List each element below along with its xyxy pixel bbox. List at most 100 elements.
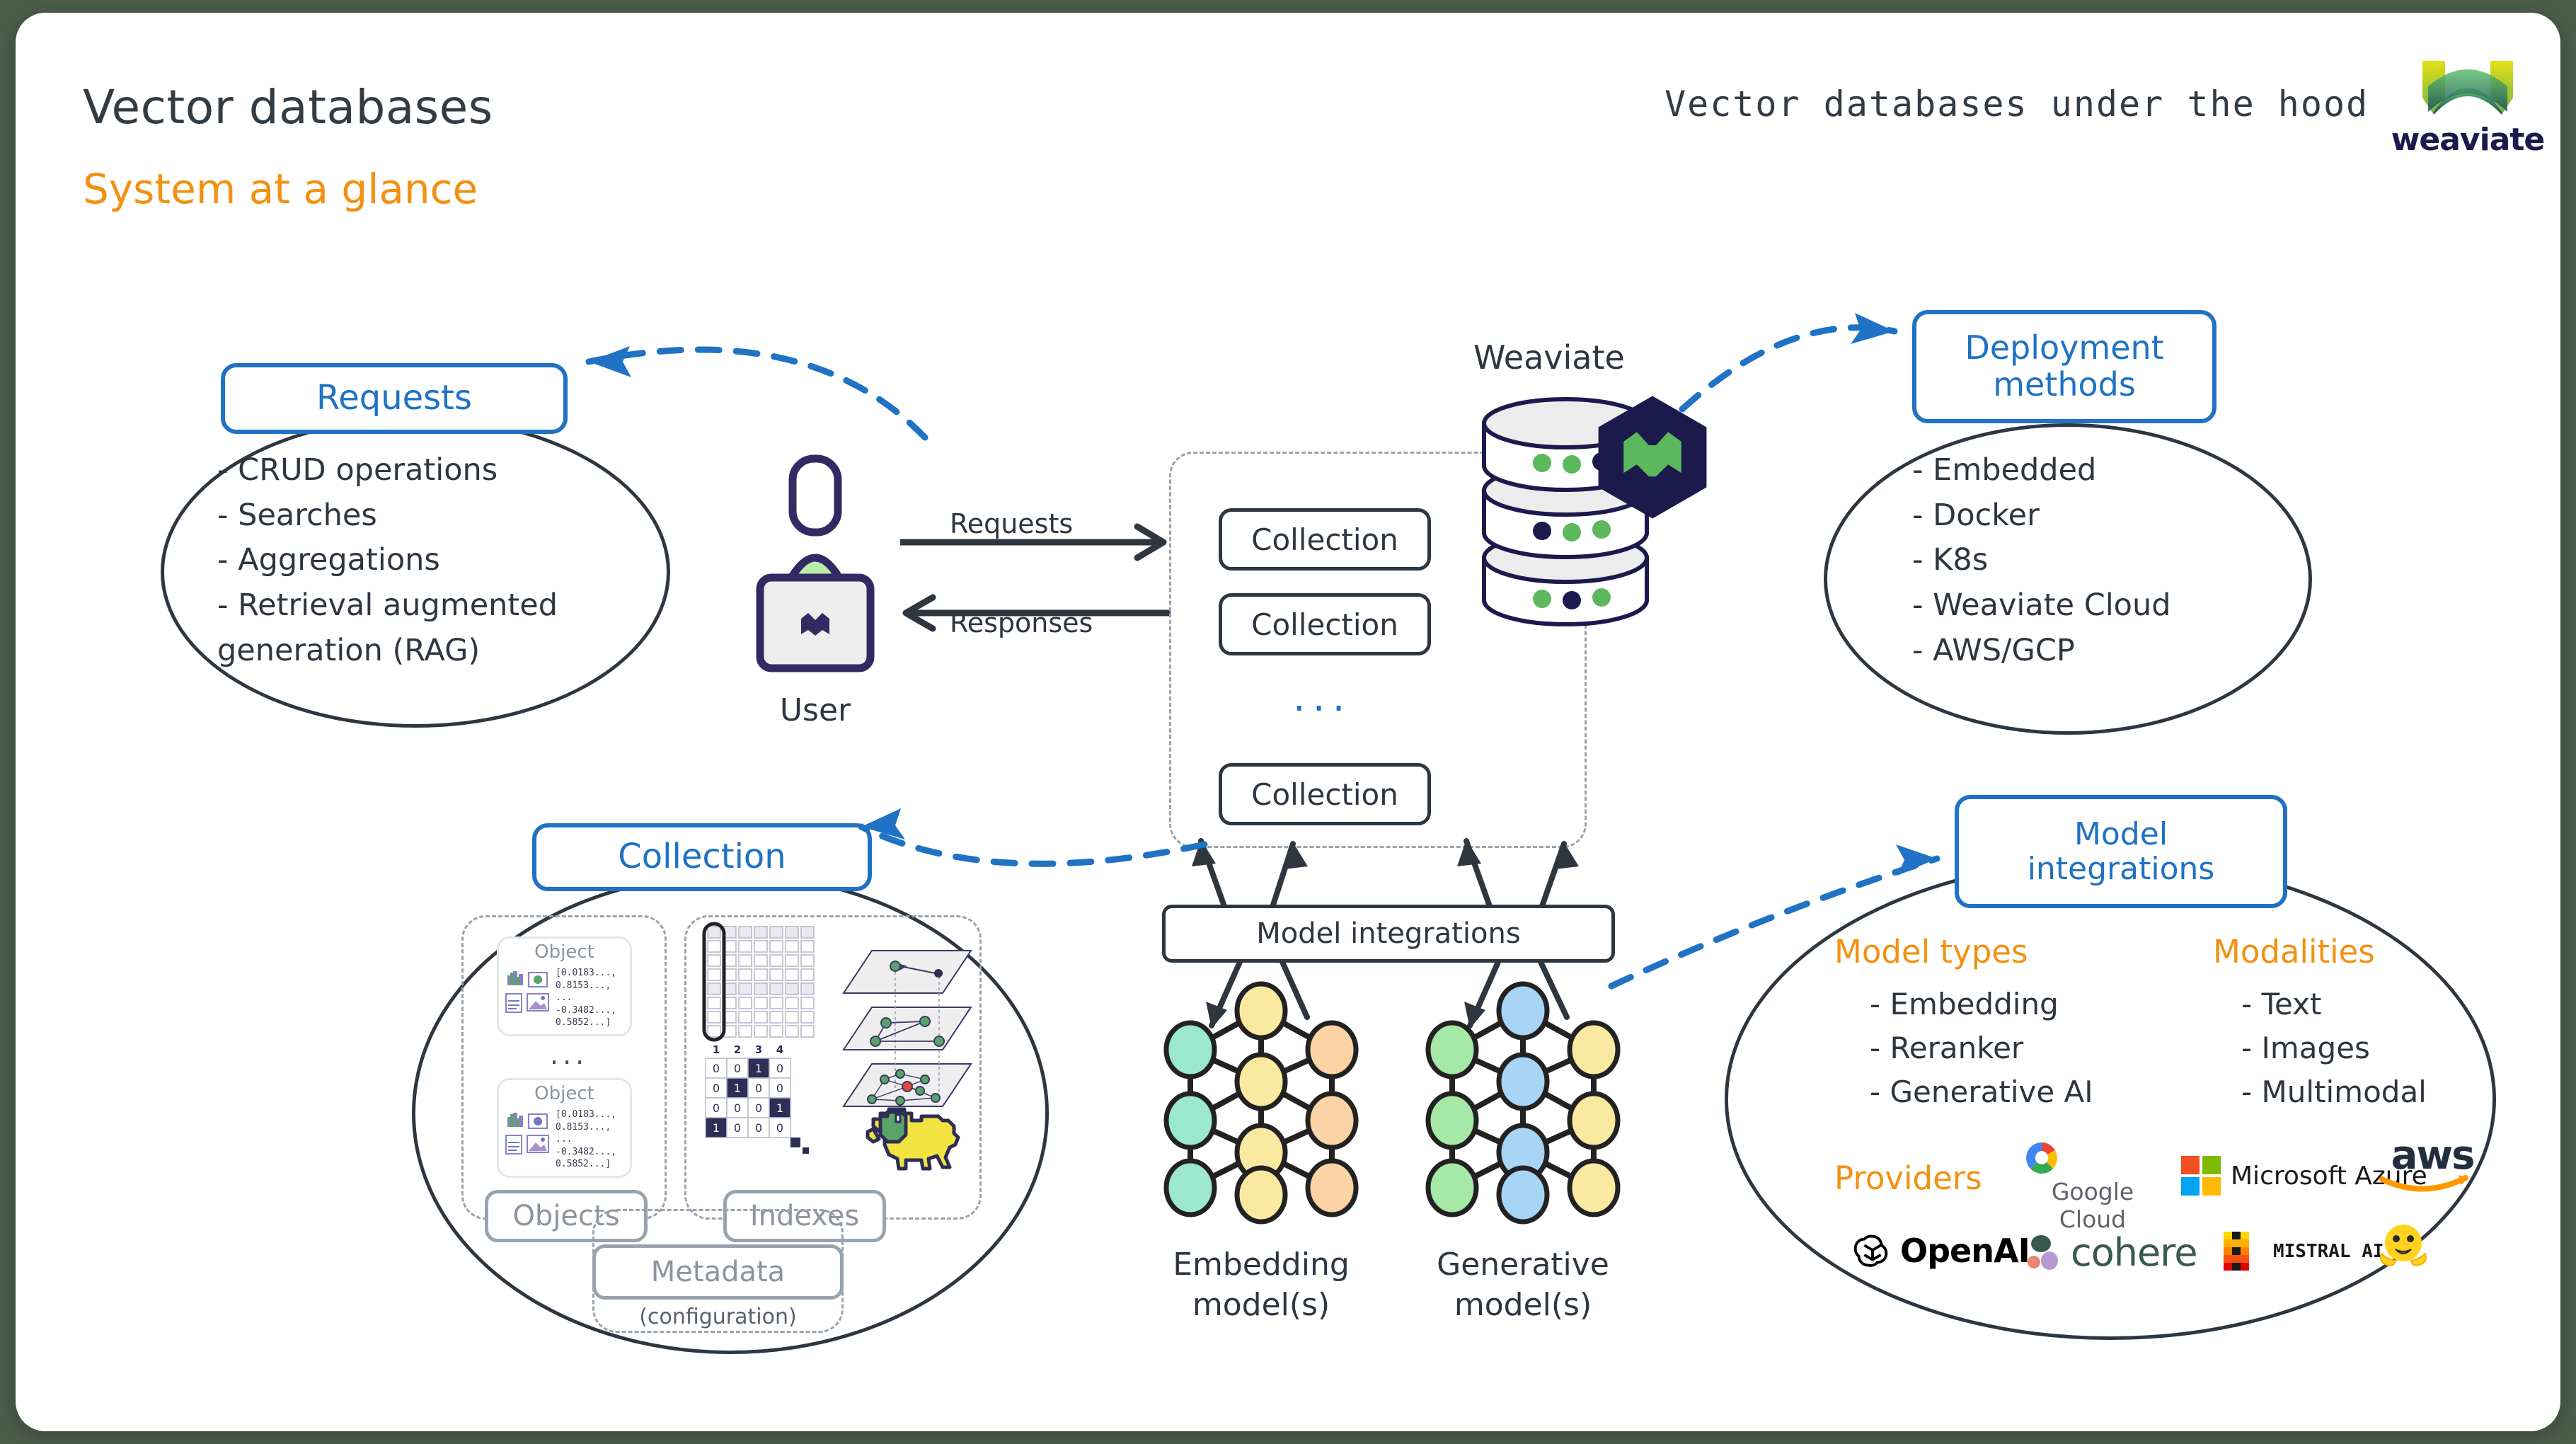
weaviate-center-label: Weaviate: [1473, 338, 1625, 377]
svg-text:0: 0: [713, 1062, 720, 1075]
modalities-list: - Text - Images - Multimodal: [2241, 982, 2427, 1114]
deployment-title-line2: methods: [1993, 365, 2136, 403]
svg-text:1: 1: [713, 1043, 720, 1056]
vector-line: -0.3482...,: [556, 1004, 617, 1016]
hugging-face-icon: [2380, 1225, 2427, 1266]
generative-model-label: Generative model(s): [1403, 1244, 1643, 1325]
requests-item: - Aggregations: [217, 542, 440, 578]
request-response-arrows: [893, 508, 1176, 650]
vector-line: 0.5852...]: [556, 1017, 611, 1028]
collection-title-pill[interactable]: Collection: [532, 823, 872, 891]
deployment-item: - AWS/GCP: [1912, 632, 2075, 668]
svg-text:1: 1: [734, 1082, 741, 1095]
cohere-logo: cohere: [2025, 1230, 2197, 1275]
svg-text:0: 0: [776, 1082, 783, 1095]
vector-line: 0.8153...,: [556, 980, 611, 991]
user-label: User: [779, 692, 851, 728]
requests-title-pill: Requests: [221, 363, 568, 434]
svg-text:0: 0: [755, 1082, 762, 1095]
google-cloud-label: Google Cloud: [2051, 1178, 2134, 1233]
model-types-heading: Model types: [1834, 933, 2028, 970]
aws-logo: aws: [2379, 1133, 2485, 1195]
vector-line: [0.0183...,: [556, 968, 617, 978]
deployment-item: - Weaviate Cloud: [1912, 587, 2171, 623]
model-type-item: - Generative AI: [1870, 1075, 2093, 1110]
svg-text:0: 0: [776, 1121, 783, 1135]
model-fanout-arrows: [1162, 958, 1615, 1036]
metadata-sublabel: (configuration): [639, 1305, 797, 1329]
weaviate-container: [1169, 452, 1587, 848]
svg-text:2: 2: [734, 1043, 741, 1056]
model-integrations-title-pill[interactable]: Model integrations: [1955, 795, 2287, 908]
collection-box[interactable]: Collection: [1219, 763, 1431, 825]
metadata-label: Metadata: [592, 1244, 844, 1300]
vector-line: 0.8153...,: [556, 1121, 611, 1133]
generative-label-line1: Generative: [1437, 1247, 1609, 1283]
vector-line: ...: [556, 1134, 573, 1145]
deck-title: Vector databases under the hood: [1664, 84, 2369, 125]
svg-text:1: 1: [776, 1101, 783, 1115]
requests-item: - CRUD operations: [217, 452, 498, 488]
modality-item: - Text: [2241, 987, 2322, 1021]
vector-line: 0.5852...]: [556, 1159, 611, 1170]
svg-text:0: 0: [734, 1062, 741, 1075]
aws-wordmark: aws: [2391, 1133, 2476, 1179]
objects-ellipsis: ...: [550, 1039, 589, 1070]
collection-box[interactable]: Collection: [1219, 593, 1431, 655]
collection-box[interactable]: Collection: [1219, 508, 1431, 571]
arrow-label-requests: Requests: [950, 508, 1074, 539]
aws-swoosh-icon: [2379, 1175, 2468, 1192]
svg-text:0: 0: [713, 1101, 720, 1115]
modality-item: - Images: [2241, 1031, 2370, 1066]
user-icon: [744, 452, 886, 672]
deployment-item: - Embedded: [1912, 452, 2097, 488]
object-card: Object [0.0183..., 0.8153..., ... -0.348…: [497, 1078, 632, 1178]
providers-heading: Providers: [1834, 1159, 1982, 1197]
hugging-face-logo: [2376, 1220, 2431, 1275]
google-cloud-icon: [2026, 1142, 2057, 1174]
mistral-label: MISTRAL AI_: [2273, 1240, 2396, 1262]
vector-line: [0.0183...,: [556, 1109, 617, 1120]
model-type-item: - Embedding: [1870, 987, 2059, 1021]
svg-text:0: 0: [776, 1062, 783, 1075]
svg-text:4: 4: [776, 1043, 783, 1056]
requests-item: generation (RAG): [217, 632, 481, 668]
model-type-item: - Reranker: [1870, 1031, 2024, 1066]
deployment-list: - Embedded - Docker - K8s - Weaviate Clo…: [1912, 448, 2171, 673]
openai-logo: OpenAI: [1852, 1230, 2030, 1271]
object-thumbnails-icon: [505, 971, 549, 1013]
svg-text:1: 1: [755, 1062, 762, 1075]
arrow-label-responses: Responses: [950, 607, 1093, 638]
svg-text:0: 0: [734, 1121, 741, 1135]
google-cloud-logo: Google Cloud: [2018, 1138, 2167, 1233]
embedding-model-network-icon: [1158, 981, 1364, 1225]
object-thumbnails-icon: [505, 1113, 549, 1154]
cohere-label: cohere: [2071, 1230, 2197, 1275]
model-integrations-bar[interactable]: Model integrations: [1162, 905, 1615, 963]
model-title-line1: Model: [2074, 815, 2168, 852]
embedding-model-label: Embedding model(s): [1141, 1244, 1381, 1325]
collections-ellipsis: ...: [1293, 675, 1352, 721]
page-title: Vector databases: [83, 80, 493, 134]
model-title-line2: integrations: [2027, 851, 2215, 887]
slide-card: Vector databases System at a glance Vect…: [16, 13, 2560, 1431]
object-vector: [0.0183..., 0.8153..., ... -0.3482..., 0…: [556, 1108, 616, 1171]
embedding-label-line2: model(s): [1192, 1287, 1330, 1324]
pixel-lion-icon: [866, 1107, 960, 1171]
microsoft-squares-icon: [2181, 1156, 2221, 1196]
deployment-ellipse: [1824, 423, 2312, 735]
mistral-icon: [2224, 1232, 2249, 1271]
cohere-icon: [2028, 1234, 2058, 1270]
mistral-logo: MISTRAL AI_: [2224, 1232, 2395, 1271]
page-subtitle: System at a glance: [83, 165, 478, 213]
deployment-title-pill: Deployment methods: [1912, 310, 2216, 423]
object-card-title: Object: [534, 941, 594, 963]
weaviate-logo-icon: [2422, 61, 2513, 115]
generative-model-network-icon: [1420, 981, 1626, 1225]
brand-wordmark: weaviate: [2391, 122, 2546, 158]
weaviate-brand-logo: weaviate: [2390, 55, 2546, 158]
modalities-heading: Modalities: [2213, 933, 2375, 970]
requests-list: - CRUD operations - Searches - Aggregati…: [217, 448, 558, 673]
requests-item: - Retrieval augmented: [217, 587, 558, 623]
